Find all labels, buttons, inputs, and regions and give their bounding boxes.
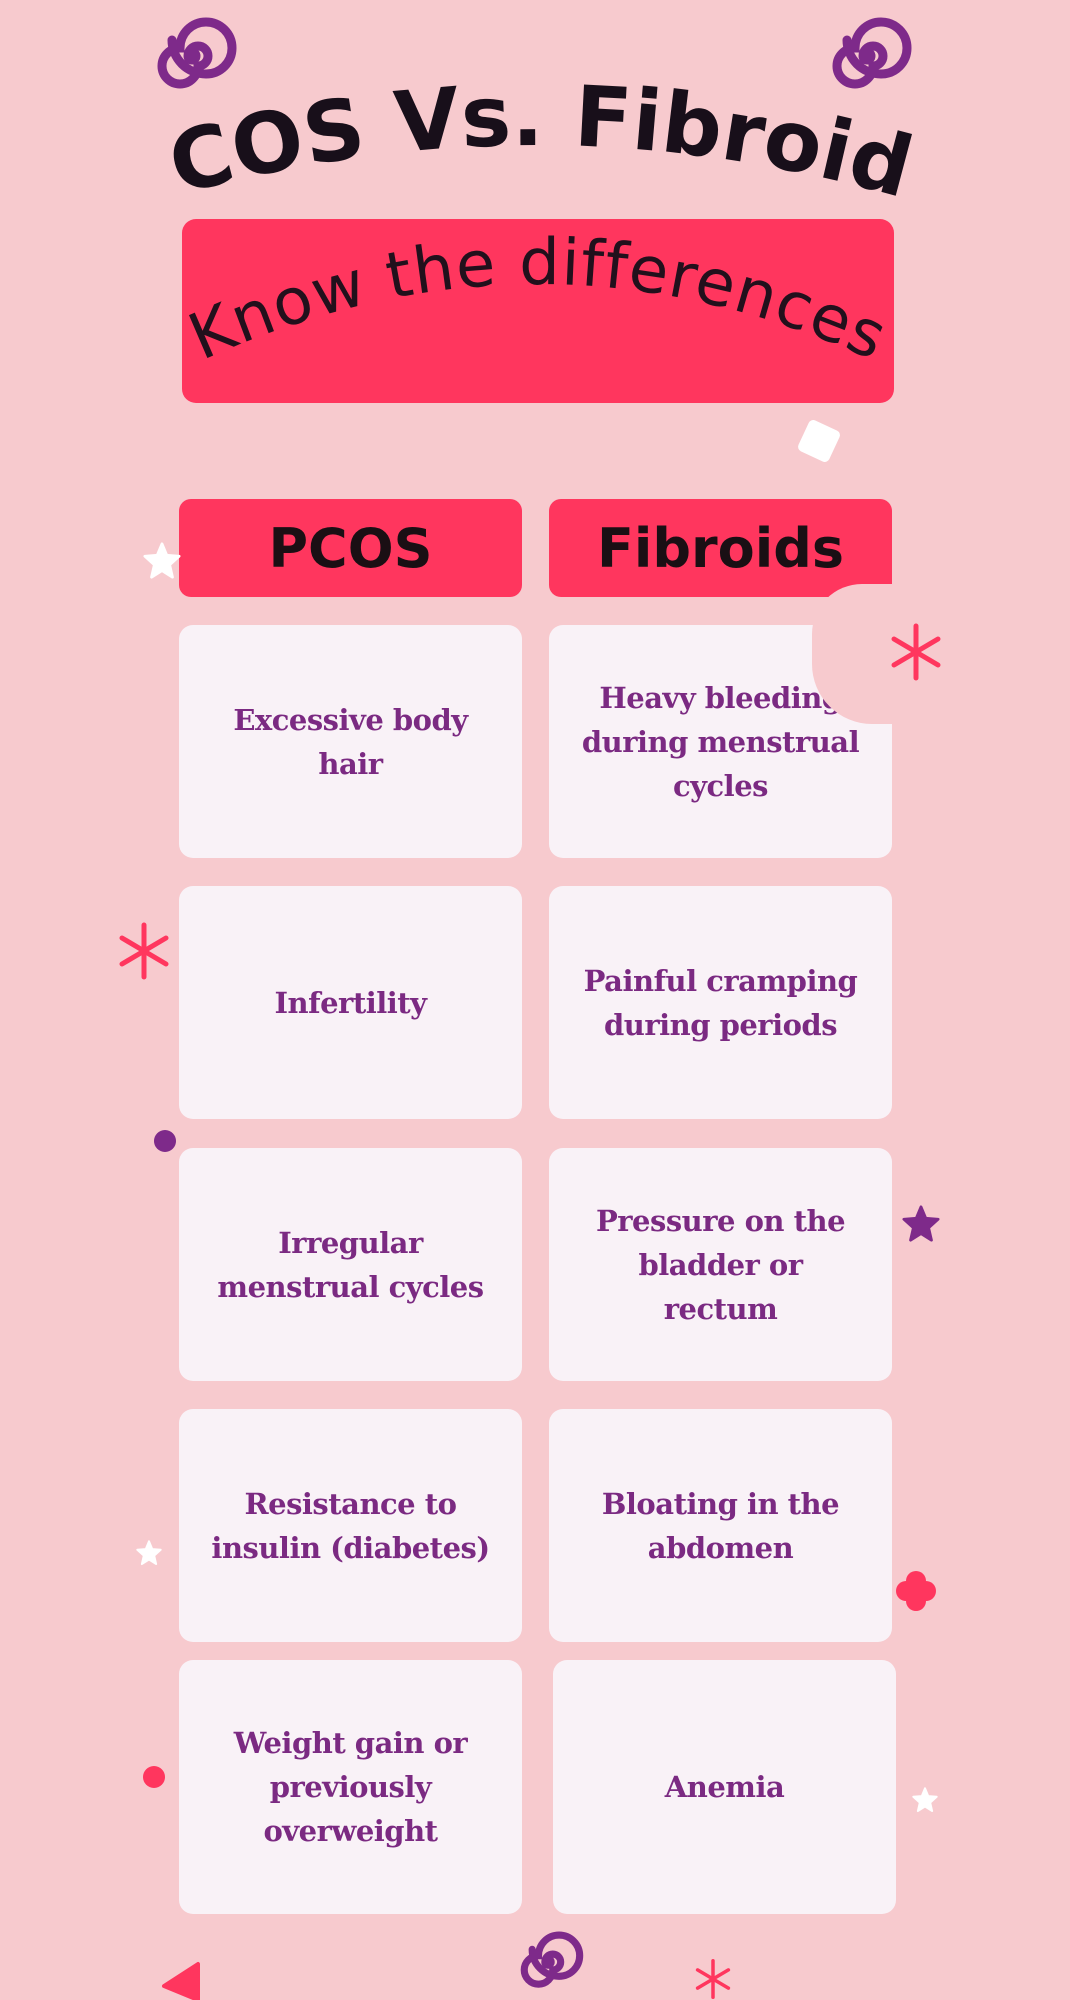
star-icon bbox=[902, 1205, 940, 1242]
card-text: Painful cramping during periods bbox=[583, 963, 858, 1042]
card-text: Heavy bleeding during menstrual cycles bbox=[581, 680, 860, 803]
pcos-card: Resistance to insulin (diabetes) bbox=[179, 1409, 522, 1642]
svg-text:PCOS Vs. Fibroids: PCOS Vs. Fibroids bbox=[0, 70, 923, 217]
asterisk-icon bbox=[695, 1959, 731, 1999]
subtitle-text: Know the differences bbox=[182, 226, 894, 375]
fibroids-card: Anemia bbox=[553, 1660, 896, 1914]
spiral-icon bbox=[832, 17, 912, 89]
page-title: PCOS Vs. Fibroids bbox=[0, 0, 1070, 220]
flower-icon bbox=[896, 1571, 936, 1611]
title-text: PCOS Vs. Fibroids bbox=[0, 0, 923, 217]
blob-shape bbox=[812, 584, 912, 724]
card-text: Excessive body hair bbox=[233, 702, 468, 781]
fibroids-card: Bloating in the abdomen bbox=[549, 1409, 892, 1642]
diamond-icon bbox=[796, 418, 842, 464]
card-text: Infertility bbox=[274, 985, 427, 1020]
pcos-card: Excessive body hair bbox=[179, 625, 522, 858]
spiral-icon bbox=[157, 17, 237, 89]
svg-text:Know the differences: Know the differences bbox=[182, 226, 894, 375]
dot-icon bbox=[154, 1130, 176, 1152]
fibroids-card: Pressure on the bladder or rectum bbox=[549, 1148, 892, 1381]
pcos-card: Irregular menstrual cycles bbox=[179, 1148, 522, 1381]
star-icon bbox=[136, 1540, 162, 1566]
pcos-card: Infertility bbox=[179, 886, 522, 1119]
star-icon bbox=[143, 542, 181, 579]
column-header-pcos: PCOS bbox=[179, 499, 522, 597]
card-text: Anemia bbox=[664, 1770, 785, 1804]
card-text: Weight gain or previously overweight bbox=[233, 1726, 468, 1848]
subtitle-banner: Know the differences bbox=[182, 219, 894, 403]
star-icon bbox=[912, 1787, 938, 1813]
spiral-icon bbox=[520, 1931, 584, 1988]
card-text: Resistance to insulin (diabetes) bbox=[211, 1486, 490, 1565]
card-text: Irregular menstrual cycles bbox=[217, 1225, 484, 1304]
card-text: Bloating in the abdomen bbox=[601, 1486, 840, 1565]
fibroids-card: Painful cramping during periods bbox=[549, 886, 892, 1119]
asterisk-icon bbox=[119, 922, 169, 980]
card-text: Pressure on the bladder or rectum bbox=[595, 1203, 846, 1326]
dot-icon bbox=[143, 1766, 165, 1788]
triangle-icon bbox=[162, 1962, 200, 2000]
asterisk-icon bbox=[891, 623, 941, 681]
column-header-fibroids: Fibroids bbox=[549, 499, 892, 597]
pcos-card: Weight gain or previously overweight bbox=[179, 1660, 522, 1914]
